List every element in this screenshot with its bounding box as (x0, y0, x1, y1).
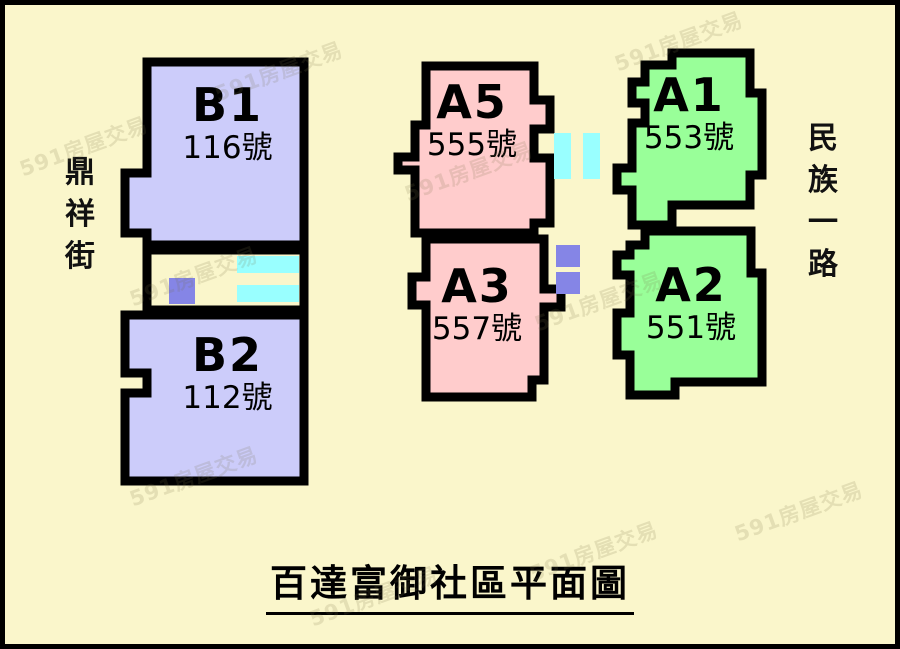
street-label-right: 民 族 一 路 (802, 118, 844, 286)
block-code-B2: B2 (191, 328, 264, 382)
block-code-A1: A1 (653, 68, 725, 122)
plan-title: 百達富御社區平面圖 (5, 553, 895, 615)
street-right-char-2: 一 (808, 205, 838, 240)
lobby-core-shape (544, 65, 623, 335)
block-number-A5: 555號 (426, 127, 518, 163)
block-code-A5: A5 (436, 75, 508, 129)
block-number-B2: 112號 (182, 380, 273, 416)
stairs-b-1[interactable] (169, 278, 195, 304)
block-number-A3: 557號 (431, 311, 523, 347)
block-label-A3: A3 557號 (412, 261, 542, 347)
street-left-char-0: 鼎 (65, 155, 95, 190)
stairs-a-1[interactable] (556, 245, 580, 267)
block-code-A3: A3 (441, 259, 513, 313)
block-label-A5: A5 555號 (407, 77, 537, 163)
block-label-A2: A2 551號 (620, 260, 762, 346)
street-left-char-2: 街 (65, 239, 95, 274)
block-shape-B2[interactable] (120, 310, 309, 486)
block-label-B2: B2 112號 (155, 330, 300, 416)
street-left-char-1: 祥 (65, 197, 95, 232)
block-code-A2: A2 (655, 258, 727, 312)
block-shape-B1[interactable] (120, 57, 309, 250)
block-label-A1: A1 553號 (618, 70, 760, 156)
floor-plan-drawing (120, 48, 767, 486)
street-right-char-0: 民 (808, 121, 838, 156)
street-label-left: 鼎 祥 街 (59, 152, 101, 278)
block-number-A2: 551號 (645, 310, 737, 346)
block-shape-A2[interactable] (612, 226, 767, 400)
block-code-B1: B1 (191, 78, 264, 132)
street-right-char-3: 路 (808, 247, 838, 282)
street-right-char-1: 族 (808, 163, 838, 198)
stairs-a-2[interactable] (556, 272, 580, 294)
block-label-B1: B1 116號 (155, 80, 300, 166)
plan-title-text: 百達富御社區平面圖 (266, 553, 634, 615)
elevator-b-1[interactable] (237, 256, 299, 273)
elevator-a-2[interactable] (583, 133, 600, 179)
block-shape-A3[interactable] (407, 234, 566, 402)
block-number-B1: 116號 (182, 130, 273, 166)
elevator-b-2[interactable] (237, 285, 299, 302)
block-shape-A5[interactable] (393, 61, 555, 238)
block-number-A1: 553號 (643, 120, 735, 156)
elevator-a-1[interactable] (554, 133, 571, 179)
block-shape-A1[interactable] (612, 48, 767, 230)
